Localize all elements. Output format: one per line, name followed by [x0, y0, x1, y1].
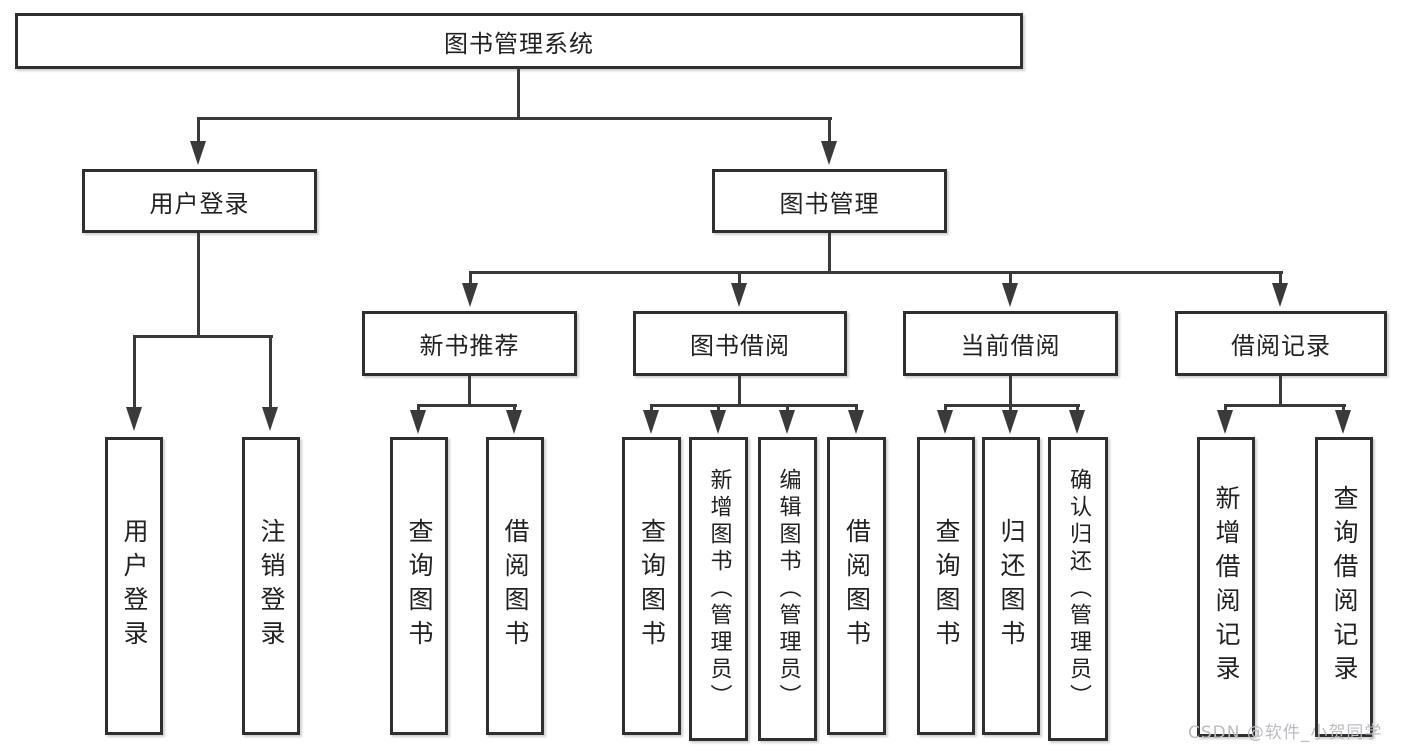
node-label: 图书管理系统 [444, 29, 594, 58]
node-label: 新书推荐 [419, 332, 520, 360]
leaf-label: 借阅图书 [842, 518, 872, 654]
edge-borrow-records-rail [1224, 404, 1346, 407]
leaf-return-books: 归还图书 [982, 437, 1040, 735]
edge-book-borrow-rail [650, 404, 858, 407]
edge-leaf-drop [513, 406, 516, 412]
leaf-label: 注销登录 [257, 518, 286, 654]
leaf-label: 确认归还（管理员） [1066, 467, 1091, 711]
edge-leaf-drop [1009, 406, 1012, 412]
arrow-down-icon [1002, 410, 1018, 434]
edge-book-borrow-stem [738, 376, 741, 406]
edge-book-mgmt-stem [828, 233, 831, 274]
node-label: 借阅记录 [1231, 332, 1331, 360]
edge-leaf-drop [944, 406, 947, 412]
arrow-down-icon [462, 283, 478, 307]
node-book-borrowing: 图书借阅 [633, 311, 847, 376]
leaf-label: 归还图书 [997, 518, 1026, 654]
edge-book-mgmt-rail [469, 271, 1283, 274]
arrow-down-icon [506, 410, 522, 434]
arrow-down-icon [821, 141, 837, 165]
leaf-query-books-recommend: 查询图书 [390, 437, 448, 735]
edge-root-rail [197, 117, 832, 120]
edge-leaf-drop [1076, 406, 1079, 412]
leaf-label: 编辑图书（管理员） [775, 467, 801, 711]
node-book-management: 图书管理 [712, 169, 947, 233]
node-borrow-records: 借阅记录 [1175, 311, 1387, 376]
node-user-login: 用户登录 [82, 169, 317, 233]
edge-new-book-stem [468, 376, 471, 406]
edge-leaf-drop [717, 406, 720, 412]
edge-leaf-drop [1224, 406, 1227, 412]
node-label: 图书管理 [779, 189, 880, 218]
edge-leaf-drop [417, 406, 420, 412]
leaf-confirm-return-admin: 确认归还（管理员） [1048, 437, 1108, 741]
node-current-borrowing: 当前借阅 [903, 311, 1118, 376]
leaf-label: 查询图书 [405, 518, 434, 654]
arrow-down-icon [731, 283, 747, 307]
edge-current-borrow-stem [1009, 376, 1012, 406]
leaf-label: 查询借阅记录 [1330, 485, 1359, 689]
csdn-watermark: CSDN @软件_小贺同学 [1188, 723, 1383, 743]
leaf-edit-books-admin: 编辑图书（管理员） [758, 437, 817, 741]
node-new-book-recommend: 新书推荐 [362, 311, 577, 376]
arrow-down-icon [937, 410, 953, 434]
edge-level3-drop [1009, 273, 1012, 285]
node-label: 用户登录 [149, 189, 250, 218]
edge-book-mgmt-drop [828, 119, 831, 143]
edge-current-borrow-rail [944, 404, 1080, 407]
leaf-label: 新增借阅记录 [1212, 485, 1241, 689]
node-library-system: 图书管理系统 [15, 13, 1023, 69]
leaf-user-login: 用户登录 [105, 437, 163, 735]
edge-leaf-drop [786, 406, 789, 412]
edge-level3-drop [1279, 273, 1282, 285]
leaf-query-borrow-record: 查询借阅记录 [1315, 437, 1373, 737]
edge-leaf-drop [133, 337, 136, 409]
arrow-down-icon [643, 410, 659, 434]
edge-root-stem [517, 68, 520, 118]
arrow-down-icon [262, 407, 278, 431]
leaf-borrow-books: 借阅图书 [827, 437, 886, 735]
arrow-down-icon [710, 410, 726, 434]
edge-level3-drop [469, 273, 472, 285]
leaf-query-books-current: 查询图书 [917, 437, 975, 735]
leaf-label: 查询图书 [932, 518, 961, 654]
edge-leaf-drop [855, 406, 858, 412]
arrow-down-icon [1335, 410, 1351, 434]
leaf-add-books-admin: 新增图书（管理员） [689, 437, 748, 741]
edge-leaf-drop [269, 337, 272, 409]
edge-leaf-drop [1342, 406, 1345, 412]
arrow-down-icon [1002, 283, 1018, 307]
leaf-label: 用户登录 [120, 518, 149, 654]
leaf-label: 借阅图书 [501, 518, 530, 654]
node-label: 图书借阅 [690, 332, 790, 360]
arrow-down-icon [848, 410, 864, 434]
edge-user-login-stem [197, 233, 200, 337]
arrow-down-icon [126, 407, 142, 431]
node-label: 当前借阅 [960, 332, 1061, 360]
edge-user-login-drop [197, 119, 200, 143]
arrow-down-icon [1217, 410, 1233, 434]
arrow-down-icon [410, 410, 426, 434]
edge-borrow-records-stem [1279, 376, 1282, 406]
arrow-down-icon [1272, 283, 1288, 307]
arrow-down-icon [779, 410, 795, 434]
leaf-logout: 注销登录 [242, 437, 300, 735]
edge-user-login-rail [133, 335, 273, 338]
leaf-query-books-borrowing: 查询图书 [622, 437, 681, 735]
leaf-label: 新增图书（管理员） [706, 467, 732, 711]
arrow-down-icon [190, 141, 206, 165]
edge-level3-drop [738, 273, 741, 285]
edge-leaf-drop [650, 406, 653, 412]
arrow-down-icon [1069, 410, 1085, 434]
edge-new-book-rail [417, 404, 517, 407]
leaf-borrow-books-recommend: 借阅图书 [486, 437, 544, 735]
leaf-add-borrow-record: 新增借阅记录 [1197, 437, 1255, 737]
leaf-label: 查询图书 [637, 518, 667, 654]
